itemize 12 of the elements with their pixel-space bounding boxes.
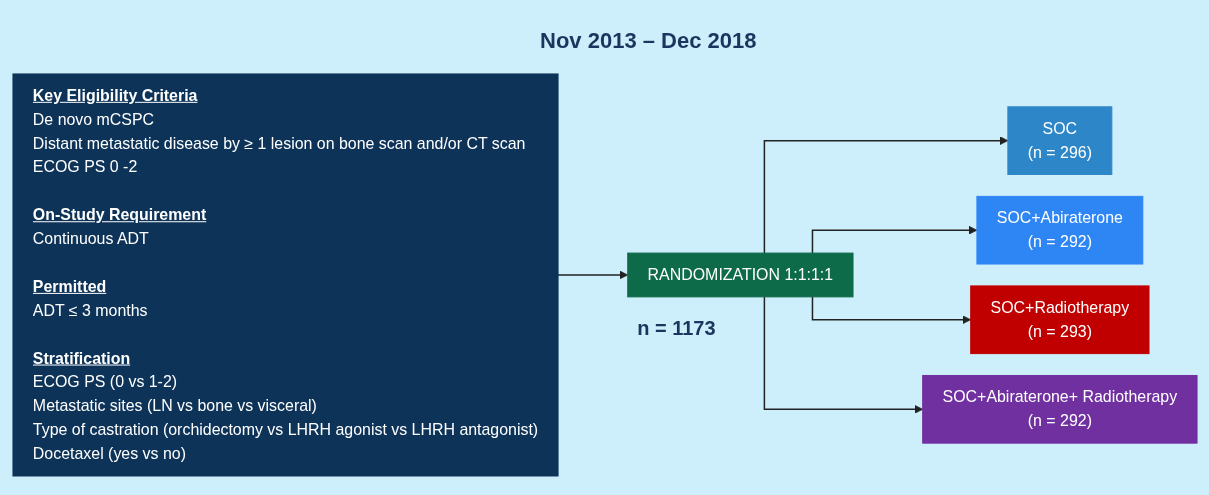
treatment-arm-box: SOC+Abiraterone+ Radiotherapy (n = 292) <box>921 375 1198 444</box>
arrow <box>811 225 977 254</box>
criteria-panel: Key Eligibility Criteria De novo mCSPC Distant metastatic disease by ≥ 1 lesion on bone scan and/or CT scan ECOG PS 0 -2 On-Study Requirement Continuous ADT Permitted ADT ≤ 3 months Stratification ECOG PS (0 vs 1-2) Metastatic sites (LN vs bone vs visceral) Type of castration (orchidectomy vs LHRH agonist vs LHRH antagonist) Docetaxel (yes vs no) <box>11 73 559 477</box>
arrow <box>556 270 628 280</box>
treatment-arm-box: SOC+Radiotherapy (n = 293) <box>969 285 1149 355</box>
timeframe-title: Nov 2013 – Dec 2018 <box>540 28 757 54</box>
arrow <box>811 296 971 325</box>
randomization-box: RANDOMIZATION 1:1:1:1 <box>626 252 853 298</box>
treatment-arm-box: SOC+Abiraterone (n = 292) <box>975 195 1143 265</box>
arrow <box>763 136 1008 254</box>
arrow <box>763 296 923 414</box>
treatment-arm-box: SOC (n = 296) <box>1006 106 1112 175</box>
